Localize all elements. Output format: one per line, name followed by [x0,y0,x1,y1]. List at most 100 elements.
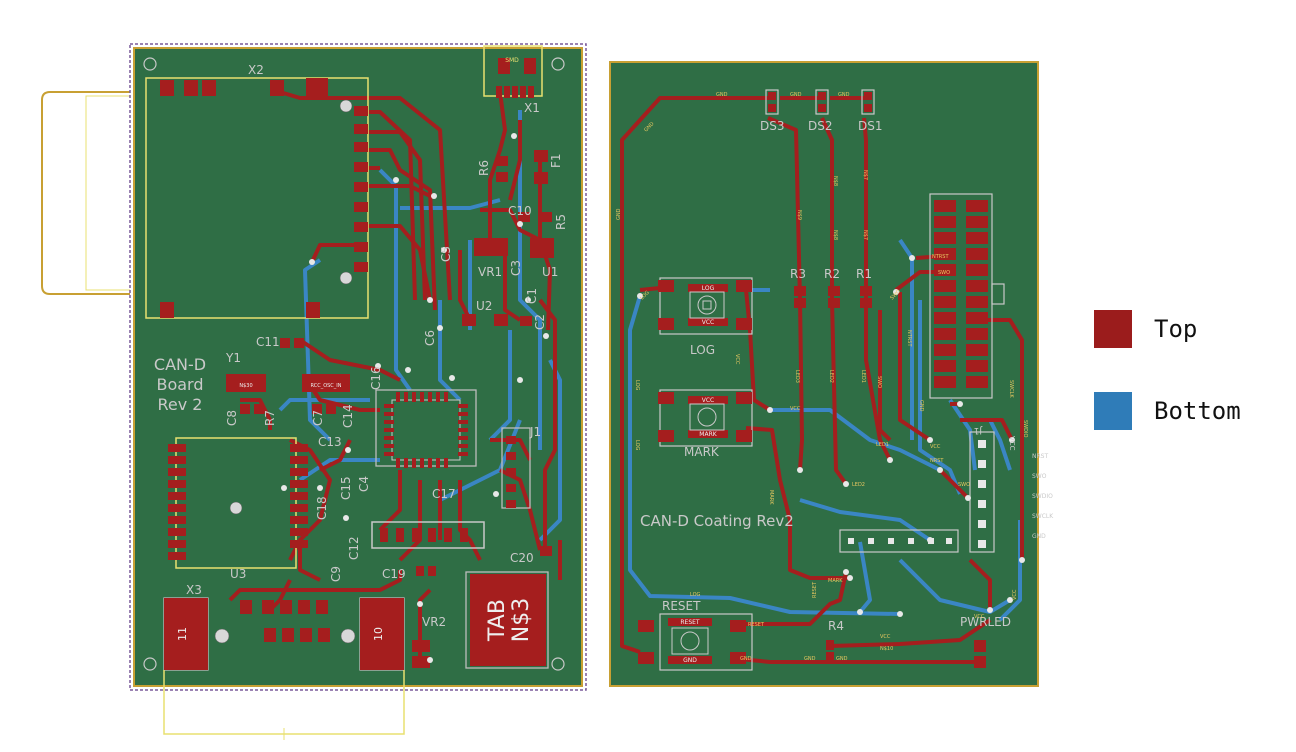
svg-text:GND: GND [790,92,802,98]
svg-text:GND: GND [616,208,622,220]
svg-text:SWCLK: SWCLK [1008,380,1014,398]
board-2-led-pads [765,89,875,115]
svg-text:SWDIO: SWDIO [1022,420,1028,437]
log-btn-top-label: LOG [702,285,715,292]
ref-j1-board1: J1 [529,425,541,439]
ref-c5: C5 [439,246,453,262]
svg-text:SWO: SWO [1032,473,1047,480]
board-2-bottom-traces [628,238,1022,622]
ref-r6: R6 [477,160,491,176]
svg-text:VCC: VCC [880,634,891,640]
svg-text:MARK: MARK [828,578,843,584]
svg-text:LED1: LED1 [876,442,889,448]
passive-pads [226,58,554,668]
ref-ds2: DS2 [808,119,833,133]
board-1-vias [214,99,356,644]
button-reset [638,613,753,671]
board-2-vias [637,255,1025,617]
ref-x3: X3 [186,583,202,597]
svg-text:N$7: N$7 [862,230,868,240]
board-2-led-copper [768,92,872,112]
board-2-top-traces [620,96,1024,664]
ref-c11: C11 [256,335,280,349]
board-2-j1-header [969,431,995,553]
svg-text:LOG: LOG [634,380,640,391]
svg-text:LOG: LOG [639,290,651,302]
ref-r5: R5 [554,214,568,230]
svg-text:SWO: SWO [876,376,882,388]
board-1-silkscreen [145,45,543,569]
tab-pad-label: TABN$3 [485,598,534,642]
ref-c19: C19 [382,567,406,581]
ref-u1: U1 [542,265,558,279]
x3-pad-11-label: 11 [176,627,189,641]
y1-pad1-label: N$30 [239,383,252,389]
tab-pad [470,574,546,666]
j1-pin-labels: VCC NRST SWO SWDIO SWCLK GND [1008,436,1054,540]
svg-text:GND: GND [1032,533,1046,540]
ref-r4: R4 [828,619,844,633]
svg-text:LED3: LED3 [794,370,800,383]
log-btn-bot-label: VCC [702,319,714,326]
svg-text:MARK: MARK [768,490,774,505]
legend-bottom-label: Bottom [1154,397,1241,425]
x2-connector-outline [41,91,130,295]
ref-vr1: VR1 [478,265,502,279]
ref-u3: U3 [230,567,246,581]
ref-x1: X1 [524,101,540,115]
usb-edge-label: SMD [505,57,519,64]
board-2-title: CAN-D Coating Rev2 [640,512,794,530]
ref-c13: C13 [318,435,342,449]
ref-r7: R7 [263,410,277,426]
svg-text:GND: GND [918,400,924,412]
button-mark [658,389,753,447]
x2-pads [160,78,368,318]
svg-text:N$10: N$10 [880,646,893,652]
ref-u2: U2 [476,299,492,313]
svg-text:NRST: NRST [930,458,944,464]
x3-pad-11 [164,598,208,670]
svg-text:LED2: LED2 [828,370,834,383]
ref-c12: C12 [347,536,361,560]
mark-btn-top-label: VCC [702,397,714,404]
svg-text:N$7: N$7 [862,170,868,180]
ref-c3: C3 [509,260,523,276]
board-1-mounting-holes [143,57,565,671]
reset-btn-bot-label: GND [683,657,697,664]
svg-text:N$8: N$8 [832,230,838,240]
ref-c4: C4 [357,476,371,492]
x3-pad-10-label: 10 [372,627,385,641]
svg-text:RESET: RESET [748,622,765,628]
ref-ds3: DS3 [760,119,785,133]
svg-text:VCC: VCC [790,406,801,412]
board-1-keepout [129,43,587,691]
ref-log: LOG [690,343,715,357]
svg-text:GND: GND [804,656,816,662]
legend-top: Top [1094,310,1197,348]
legend-top-label: Top [1154,315,1198,343]
board-2-resistor-pads [794,286,986,668]
board-2-labels: CAN-D Coating Rev2 DS3 DS2 DS1 R3 R2 R1 … [640,119,1054,664]
board-1-small-vias [281,133,549,663]
x3-pad-10 [360,598,404,670]
ref-reset: RESET [662,599,701,613]
ref-c20: C20 [510,551,534,565]
svg-text:SWCLK: SWCLK [1032,513,1054,520]
y1-pad2-label: RCC_OSC_IN [310,383,341,389]
ref-c16: C16 [369,366,383,390]
legend-top-swatch [1094,310,1132,348]
svg-text:GND: GND [836,656,848,662]
svg-text:NTRST: NTRST [906,330,912,347]
mcu-qfp [384,392,468,468]
u3-pads [168,444,308,560]
svg-text:VCC: VCC [930,444,941,450]
ref-vr2: VR2 [422,615,446,629]
ref-mark: MARK [684,445,720,459]
svg-text:GND: GND [838,92,850,98]
ref-c17: C17 [432,487,456,501]
svg-text:SWO: SWO [938,270,950,276]
ref-r1: R1 [856,267,872,281]
ref-c6: C6 [423,330,437,346]
svg-text:LOG: LOG [690,592,701,598]
